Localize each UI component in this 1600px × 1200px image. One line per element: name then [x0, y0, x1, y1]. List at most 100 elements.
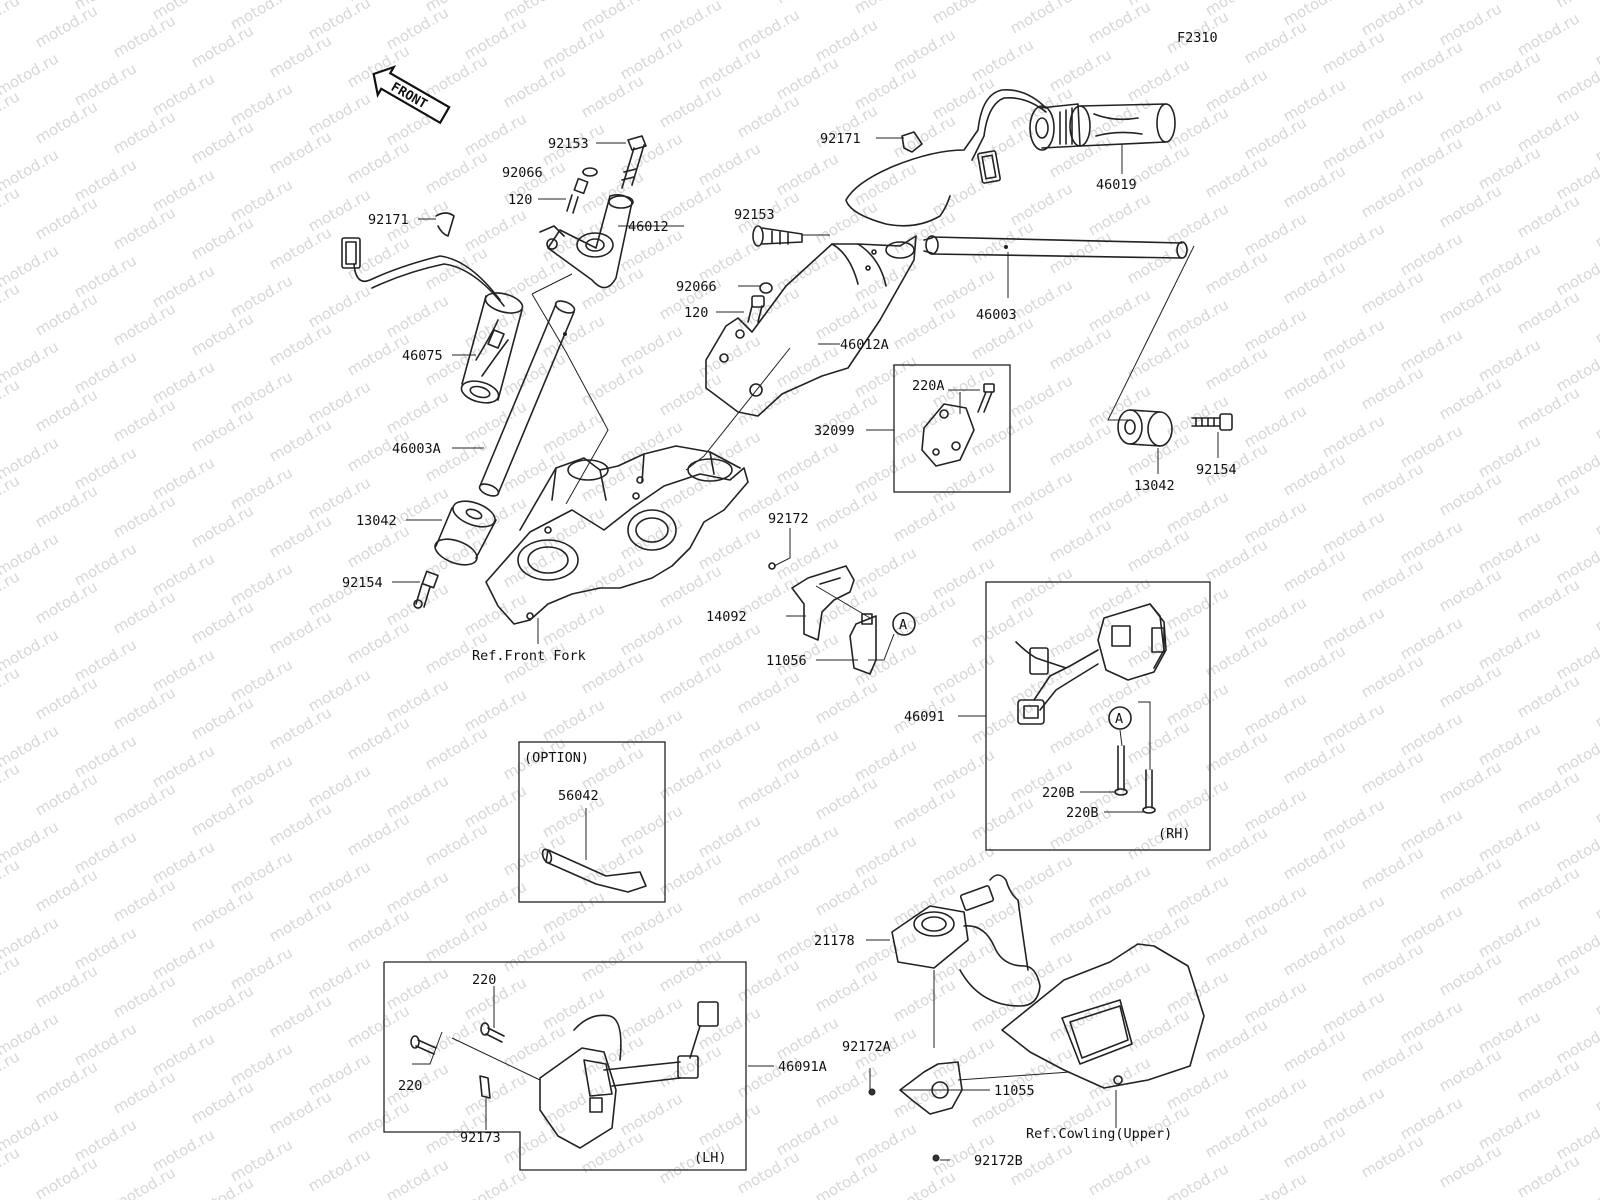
watermark-text: motod.ru [773, 725, 842, 775]
watermark-text: motod.ru [1241, 977, 1310, 1027]
watermark-text: motod.ru [851, 639, 920, 689]
watermark-text: motod.ru [1436, 181, 1505, 231]
watermark-text: motod.ru [617, 897, 686, 947]
watermark-text: motod.ru [188, 693, 257, 743]
watermark-text: motod.ru [266, 799, 335, 849]
watermark-text: motod.ru [71, 443, 140, 493]
watermark-text: motod.ru [1514, 767, 1583, 817]
watermark-text: motod.ru [1319, 123, 1388, 173]
watermark-text: motod.ru [1397, 325, 1466, 375]
watermark-text: motod.ru [1007, 467, 1076, 517]
watermark-text: motod.ru [1592, 873, 1600, 923]
watermark-text: motod.ru [773, 53, 842, 103]
watermark-text: motod.ru [773, 245, 842, 295]
watermark-text: motod.ru [0, 951, 23, 1001]
watermark-text: motod.ru [110, 11, 179, 61]
grease-tube-56042 [541, 848, 647, 893]
triple-clamp [485, 445, 749, 625]
watermark-text: motod.ru [851, 0, 920, 17]
washer-92066-left [582, 167, 598, 177]
grip-46075 [353, 255, 524, 404]
label-46091a: 46091A [778, 1059, 827, 1075]
watermark-text: motod.ru [422, 243, 491, 293]
label-rh: (RH) [1158, 826, 1191, 842]
watermark-text: motod.ru [188, 597, 257, 647]
watermark-text: motod.ru [461, 589, 530, 639]
watermark-text: motod.ru [461, 1069, 530, 1119]
watermark-text: motod.ru [1319, 315, 1388, 365]
watermark-text: motod.ru [1553, 57, 1600, 107]
watermark-text: motod.ru [1592, 201, 1600, 251]
watermark-text: motod.ru [1592, 585, 1600, 635]
watermark-text: motod.ru [1397, 133, 1466, 183]
watermark-text: motod.ru [1319, 411, 1388, 461]
watermark-text: motod.ru [1085, 189, 1154, 239]
watermark-text: motod.ru [851, 351, 920, 401]
watermark-text: motod.ru [1397, 709, 1466, 759]
watermark-text: motod.ru [149, 837, 218, 887]
watermark-text: motod.ru [0, 279, 23, 329]
watermark-text: motod.ru [266, 31, 335, 81]
watermark-text: motod.ru [1436, 373, 1505, 423]
watermark-text: motod.ru [1280, 1025, 1349, 1075]
watermark-text: motod.ru [1358, 267, 1427, 317]
watermark-text: motod.ru [149, 645, 218, 695]
watermark-text: motod.ru [1007, 371, 1076, 421]
watermark-text: motod.ru [32, 385, 101, 435]
watermark-text: motod.ru [773, 341, 842, 391]
watermark-text: motod.ru [344, 1001, 413, 1051]
watermark-text: motod.ru [1163, 487, 1232, 537]
watermark-text: motod.ru [1046, 227, 1115, 277]
watermark-text: motod.ru [851, 1119, 920, 1169]
watermark-text: motod.ru [968, 697, 1037, 747]
watermark-text: motod.ru [1475, 623, 1544, 673]
watermark-text: motod.ru [1436, 757, 1505, 807]
watermark-text: motod.ru [1241, 689, 1310, 739]
label-92173: 92173 [460, 1130, 501, 1146]
watermark-text: motod.ru [1163, 295, 1232, 345]
label-13042-left: 13042 [356, 513, 397, 529]
watermark-text: motod.ru [0, 87, 23, 137]
watermark-text: motod.ru [1553, 345, 1600, 395]
watermark-text: motod.ru [1319, 219, 1388, 269]
label-92153-left: 92153 [548, 136, 589, 152]
watermark-text: motod.ru [266, 1087, 335, 1137]
label-92066-left: 92066 [502, 165, 543, 181]
watermark-text: motod.ru [110, 395, 179, 445]
watermark-text: motod.ru [1514, 1055, 1583, 1105]
watermark-text: motod.ru [188, 789, 257, 839]
clip-92171-right [901, 131, 923, 153]
watermark-text: motod.ru [1514, 1151, 1583, 1200]
label-92172a: 92172A [842, 1039, 891, 1055]
watermark-text: motod.ru [1202, 1111, 1271, 1161]
watermark-text: motod.ru [383, 291, 452, 341]
watermark-text: motod.ru [1280, 257, 1349, 307]
watermark-text: motod.ru [578, 839, 647, 889]
watermark-text: motod.ru [617, 1089, 686, 1139]
watermark-text: motod.ru [1553, 153, 1600, 203]
watermark-text: motod.ru [305, 761, 374, 811]
watermark-text: motod.ru [227, 271, 296, 321]
watermark-text: motod.ru [734, 763, 803, 813]
watermark-text: motod.ru [1241, 1073, 1310, 1123]
watermark-text: motod.ru [1085, 381, 1154, 431]
watermark-text: motod.ru [1397, 805, 1466, 855]
watermark-text: motod.ru [227, 751, 296, 801]
watermark-text: motod.ru [1475, 335, 1544, 385]
watermark-text: motod.ru [1397, 901, 1466, 951]
watermark-text: motod.ru [734, 5, 803, 55]
watermark-text: motod.ru [1436, 277, 1505, 327]
watermark-text: motod.ru [773, 149, 842, 199]
label-14092: 14092 [706, 609, 747, 625]
watermark-text: motod.ru [1358, 747, 1427, 797]
watermark-text: motod.ru [422, 51, 491, 101]
watermark-text: motod.ru [188, 21, 257, 71]
label-92154-left: 92154 [342, 575, 383, 591]
watermark-text: motod.ru [1046, 45, 1115, 95]
watermark-text: motod.ru [0, 0, 23, 41]
watermark-text: motod.ru [1358, 651, 1427, 701]
watermark-text: motod.ru [968, 601, 1037, 651]
watermark-text: motod.ru [188, 501, 257, 551]
watermark-text: motod.ru [890, 207, 959, 257]
watermark-text: motod.ru [890, 975, 959, 1025]
